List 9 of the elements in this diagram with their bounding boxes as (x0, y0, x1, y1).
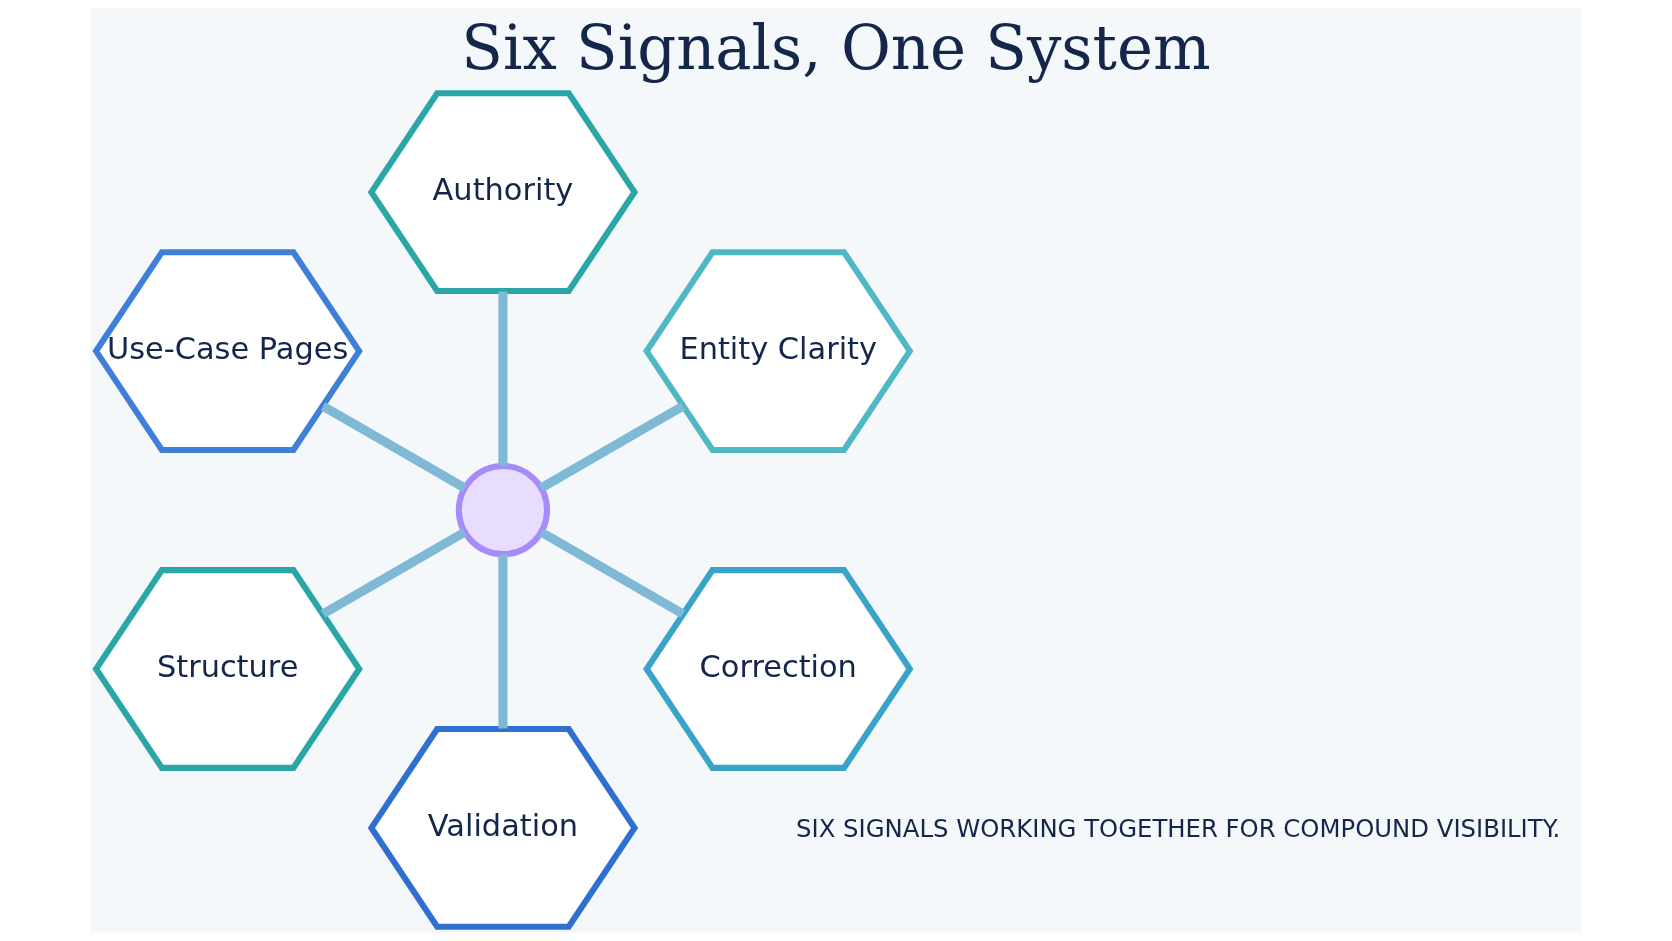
connector (538, 402, 686, 492)
connector (320, 402, 467, 492)
connector (538, 528, 686, 618)
node-circle (455, 462, 551, 558)
connector (320, 528, 467, 618)
connector (498, 554, 508, 729)
diagram-title: Six Signals, One System (461, 12, 1211, 83)
connector (498, 291, 508, 466)
label: SIX SIGNALS WORKING TOGETHER FOR COMPOUND VISIBILITY. (796, 813, 1561, 843)
